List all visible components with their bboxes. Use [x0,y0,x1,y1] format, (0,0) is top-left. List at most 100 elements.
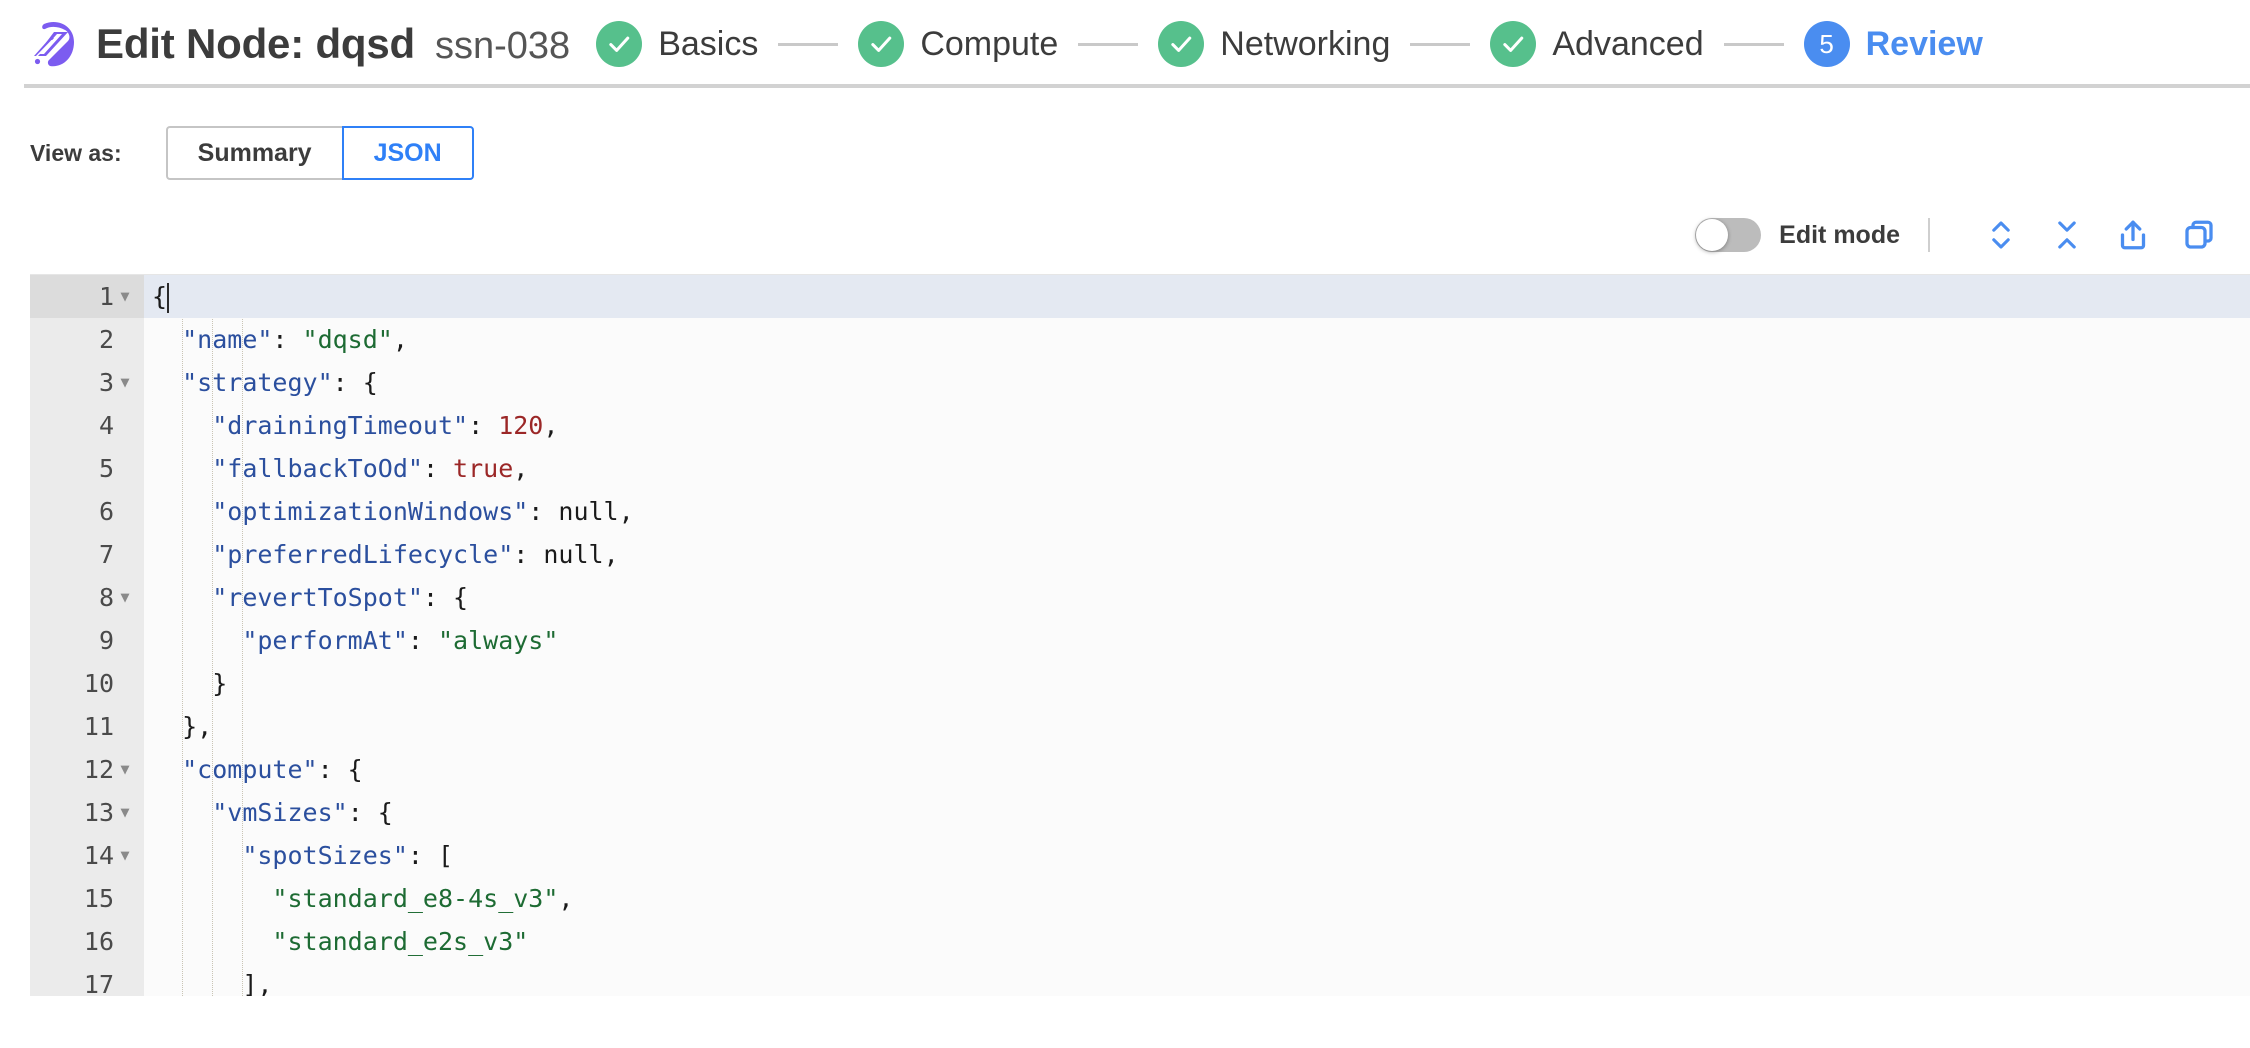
token-punct: : [528,497,559,526]
line-number: 13 [83,798,114,827]
line-number: 9 [98,626,114,655]
expand-all-icon[interactable] [1980,214,2022,256]
token-key: "compute" [182,755,318,784]
gutter-line[interactable]: 10▼ [30,662,144,705]
code-line[interactable]: ], [144,963,2250,996]
view-as-summary-button[interactable]: Summary [165,126,342,180]
step-basics[interactable]: Basics [596,21,758,67]
code-line[interactable]: "spotSizes": [ [144,834,2250,877]
code-line[interactable]: } [144,662,2250,705]
token-str: "standard_e2s_v3" [272,927,529,956]
code-line[interactable]: }, [144,705,2250,748]
fold-toggle-icon[interactable]: ▼ [120,287,130,305]
token-punct: { [152,282,168,311]
token-punct: : { [332,368,378,397]
edit-mode-toggle[interactable] [1695,218,1762,252]
code-line[interactable]: "fallbackToOd": true, [144,447,2250,490]
code-line[interactable]: "name": "dqsd", [144,318,2250,361]
code-line[interactable]: "optimizationWindows": null, [144,490,2250,533]
header-title-group: Edit Node: dqsd ssn-038 [96,20,570,68]
gutter-line[interactable]: 6▼ [30,490,144,533]
text-cursor [167,282,170,313]
fold-spacer: ▼ [114,920,136,963]
fold-toggle-icon[interactable]: ▼ [120,760,130,778]
token-key: "revertToSpot" [212,583,423,612]
step-review-number: 5 [1819,28,1834,59]
fold-toggle-icon[interactable]: ▼ [120,373,130,391]
gutter-line[interactable]: 4▼ [30,404,144,447]
view-as-row: View as: Summary JSON [0,88,2250,180]
gutter-line[interactable]: 17▼ [30,963,144,996]
fold-toggle-icon[interactable]: ▼ [120,588,130,606]
code-line[interactable]: "compute": { [144,748,2250,791]
token-num: 120 [498,411,544,440]
code-line[interactable]: "preferredLifecycle": null, [144,533,2250,576]
code-line[interactable]: "standard_e2s_v3" [144,920,2250,963]
view-as-json-button[interactable]: JSON [341,126,474,180]
step-compute[interactable]: Compute [858,21,1058,67]
token-punct: : [272,325,303,354]
gutter-line[interactable]: 12▼ [30,748,144,791]
token-punct: , [618,497,634,526]
fold-toggle-icon[interactable]: ▼ [120,846,130,864]
line-number: 10 [83,669,114,698]
gutter-line[interactable]: 15▼ [30,877,144,920]
step-review[interactable]: 5 Review [1803,21,1983,67]
edit-mode-label: Edit mode [1779,220,1900,249]
code-line[interactable]: "strategy": { [144,361,2250,404]
token-punct: : [513,540,544,569]
code-line[interactable]: "revertToSpot": { [144,576,2250,619]
code-indent [152,748,182,791]
gutter-line[interactable]: 1▼ [30,275,144,318]
wizard-stepper: Basics Compute Networking Advanced [596,21,2250,67]
gutter-line[interactable]: 8▼ [30,576,144,619]
token-key: "optimizationWindows" [212,497,529,526]
token-key: "strategy" [182,368,333,397]
code-indent [152,576,212,619]
token-key: "spotSizes" [242,841,408,870]
line-number: 1 [98,282,114,311]
code-line[interactable]: { [144,275,2250,318]
token-punct: ], [242,970,273,996]
app-header: Edit Node: dqsd ssn-038 Basics Compute N… [0,0,2250,88]
code-indent [152,318,182,361]
step-compute-check-icon [858,21,905,67]
step-advanced[interactable]: Advanced [1490,21,1704,67]
step-connector [1410,42,1471,46]
token-punct: : [468,411,499,440]
gutter-line[interactable]: 5▼ [30,447,144,490]
gutter-line[interactable]: 7▼ [30,533,144,576]
step-networking[interactable]: Networking [1158,21,1390,67]
code-indent [152,834,242,877]
fold-toggle-icon[interactable]: ▼ [120,803,130,821]
gutter-line[interactable]: 2▼ [30,318,144,361]
gutter-line[interactable]: 11▼ [30,705,144,748]
gutter-line[interactable]: 9▼ [30,619,144,662]
code-line[interactable]: "vmSizes": { [144,791,2250,834]
token-punct: , [392,325,408,354]
fold-spacer: ▼ [114,318,136,361]
editor-gutter[interactable]: 1▼2▼3▼4▼5▼6▼7▼8▼9▼10▼11▼12▼13▼14▼15▼16▼1… [30,275,144,996]
json-editor[interactable]: 1▼2▼3▼4▼5▼6▼7▼8▼9▼10▼11▼12▼13▼14▼15▼16▼1… [30,274,2250,996]
editor-code-area[interactable]: { "name": "dqsd", "strategy": { "drainin… [144,275,2250,996]
token-punct: , [543,411,559,440]
gutter-line[interactable]: 14▼ [30,834,144,877]
step-compute-label: Compute [920,24,1059,63]
view-as-segmented-control[interactable]: Summary JSON [165,126,474,180]
gutter-line[interactable]: 13 ▼ [30,791,144,834]
fold-spacer: ▼ [114,490,136,533]
token-bool: true [453,454,514,483]
line-number: 11 [83,712,114,741]
code-line[interactable]: "standard_e8-4s_v3", [144,877,2250,920]
gutter-line[interactable]: 16▼ [30,920,144,963]
gutter-line[interactable]: 3▼ [30,361,144,404]
collapse-all-icon[interactable] [2046,214,2088,256]
code-line[interactable]: "drainingTimeout": 120, [144,404,2250,447]
code-line[interactable]: "performAt": "always" [144,619,2250,662]
export-icon[interactable] [2112,214,2154,256]
code-indent [152,404,212,447]
indent-guide [212,275,214,996]
line-number: 4 [98,411,114,440]
token-str: "dqsd" [302,325,393,354]
copy-icon[interactable] [2178,214,2220,256]
